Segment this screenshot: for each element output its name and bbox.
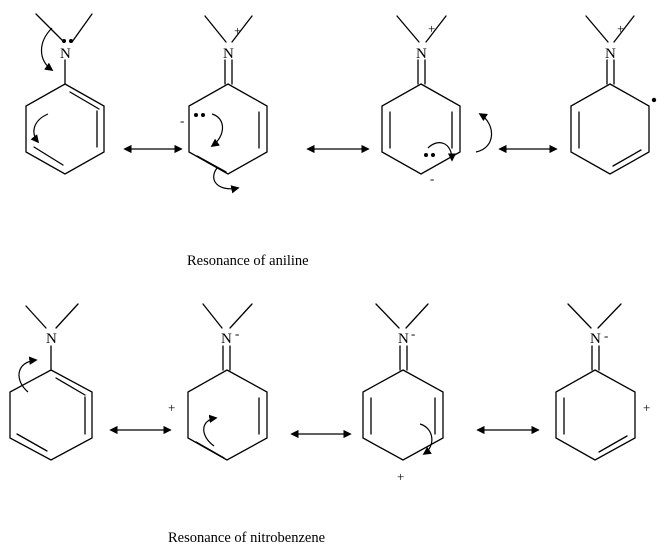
negative-charge: - xyxy=(411,326,415,341)
positive-charge: + xyxy=(234,23,241,38)
curved-arrow-icon xyxy=(475,113,493,153)
nitrobenzene-structure-4: N - + xyxy=(555,303,650,461)
lone-pair-icon xyxy=(62,39,66,43)
nitrogen-label: N xyxy=(221,331,232,347)
nitrogen-label: N xyxy=(223,46,234,62)
curved-arrow-icon xyxy=(419,423,433,455)
lone-pair-icon xyxy=(424,153,428,157)
nitrogen-label: N xyxy=(398,331,409,347)
curved-arrow-icon xyxy=(18,356,38,393)
curved-arrow-icon xyxy=(213,167,240,194)
nitrogen-label: N xyxy=(590,331,601,347)
aniline-structure-2: N + - xyxy=(180,15,268,194)
nitrogen-label: N xyxy=(60,46,71,62)
curved-arrow-icon xyxy=(427,142,457,162)
nitrogen-label: N xyxy=(605,46,616,62)
nitrogen-label: N xyxy=(46,331,57,347)
curved-arrow-icon xyxy=(203,414,218,447)
aniline-structure-1: N xyxy=(25,13,105,175)
aniline-structure-4: N + xyxy=(570,15,657,175)
nitrobenzene-structure-2: N - + xyxy=(168,303,268,461)
curved-arrow-icon xyxy=(30,113,49,144)
nitrobenzene-structure-1: N xyxy=(9,303,93,461)
caption-aniline: Resonance of aniline xyxy=(187,253,309,269)
curved-arrow-icon xyxy=(40,27,54,71)
radical-icon xyxy=(651,97,657,103)
curved-arrow-icon xyxy=(210,113,224,147)
negative-charge: - xyxy=(180,113,184,128)
negative-charge: - xyxy=(604,328,608,343)
positive-charge: + xyxy=(168,400,175,415)
lone-pair-icon xyxy=(194,113,198,117)
positive-charge: + xyxy=(428,21,435,36)
positive-charge: + xyxy=(397,469,404,484)
nitrogen-label: N xyxy=(416,46,427,62)
negative-charge: - xyxy=(235,326,239,341)
positive-charge: + xyxy=(617,21,624,36)
aniline-structure-3: N + - xyxy=(381,15,493,186)
nitrobenzene-structure-3: N - + xyxy=(362,303,444,484)
negative-charge: - xyxy=(430,171,434,186)
caption-nitrobenzene: Resonance of nitrobenzene xyxy=(168,530,325,546)
positive-charge: + xyxy=(643,400,650,415)
